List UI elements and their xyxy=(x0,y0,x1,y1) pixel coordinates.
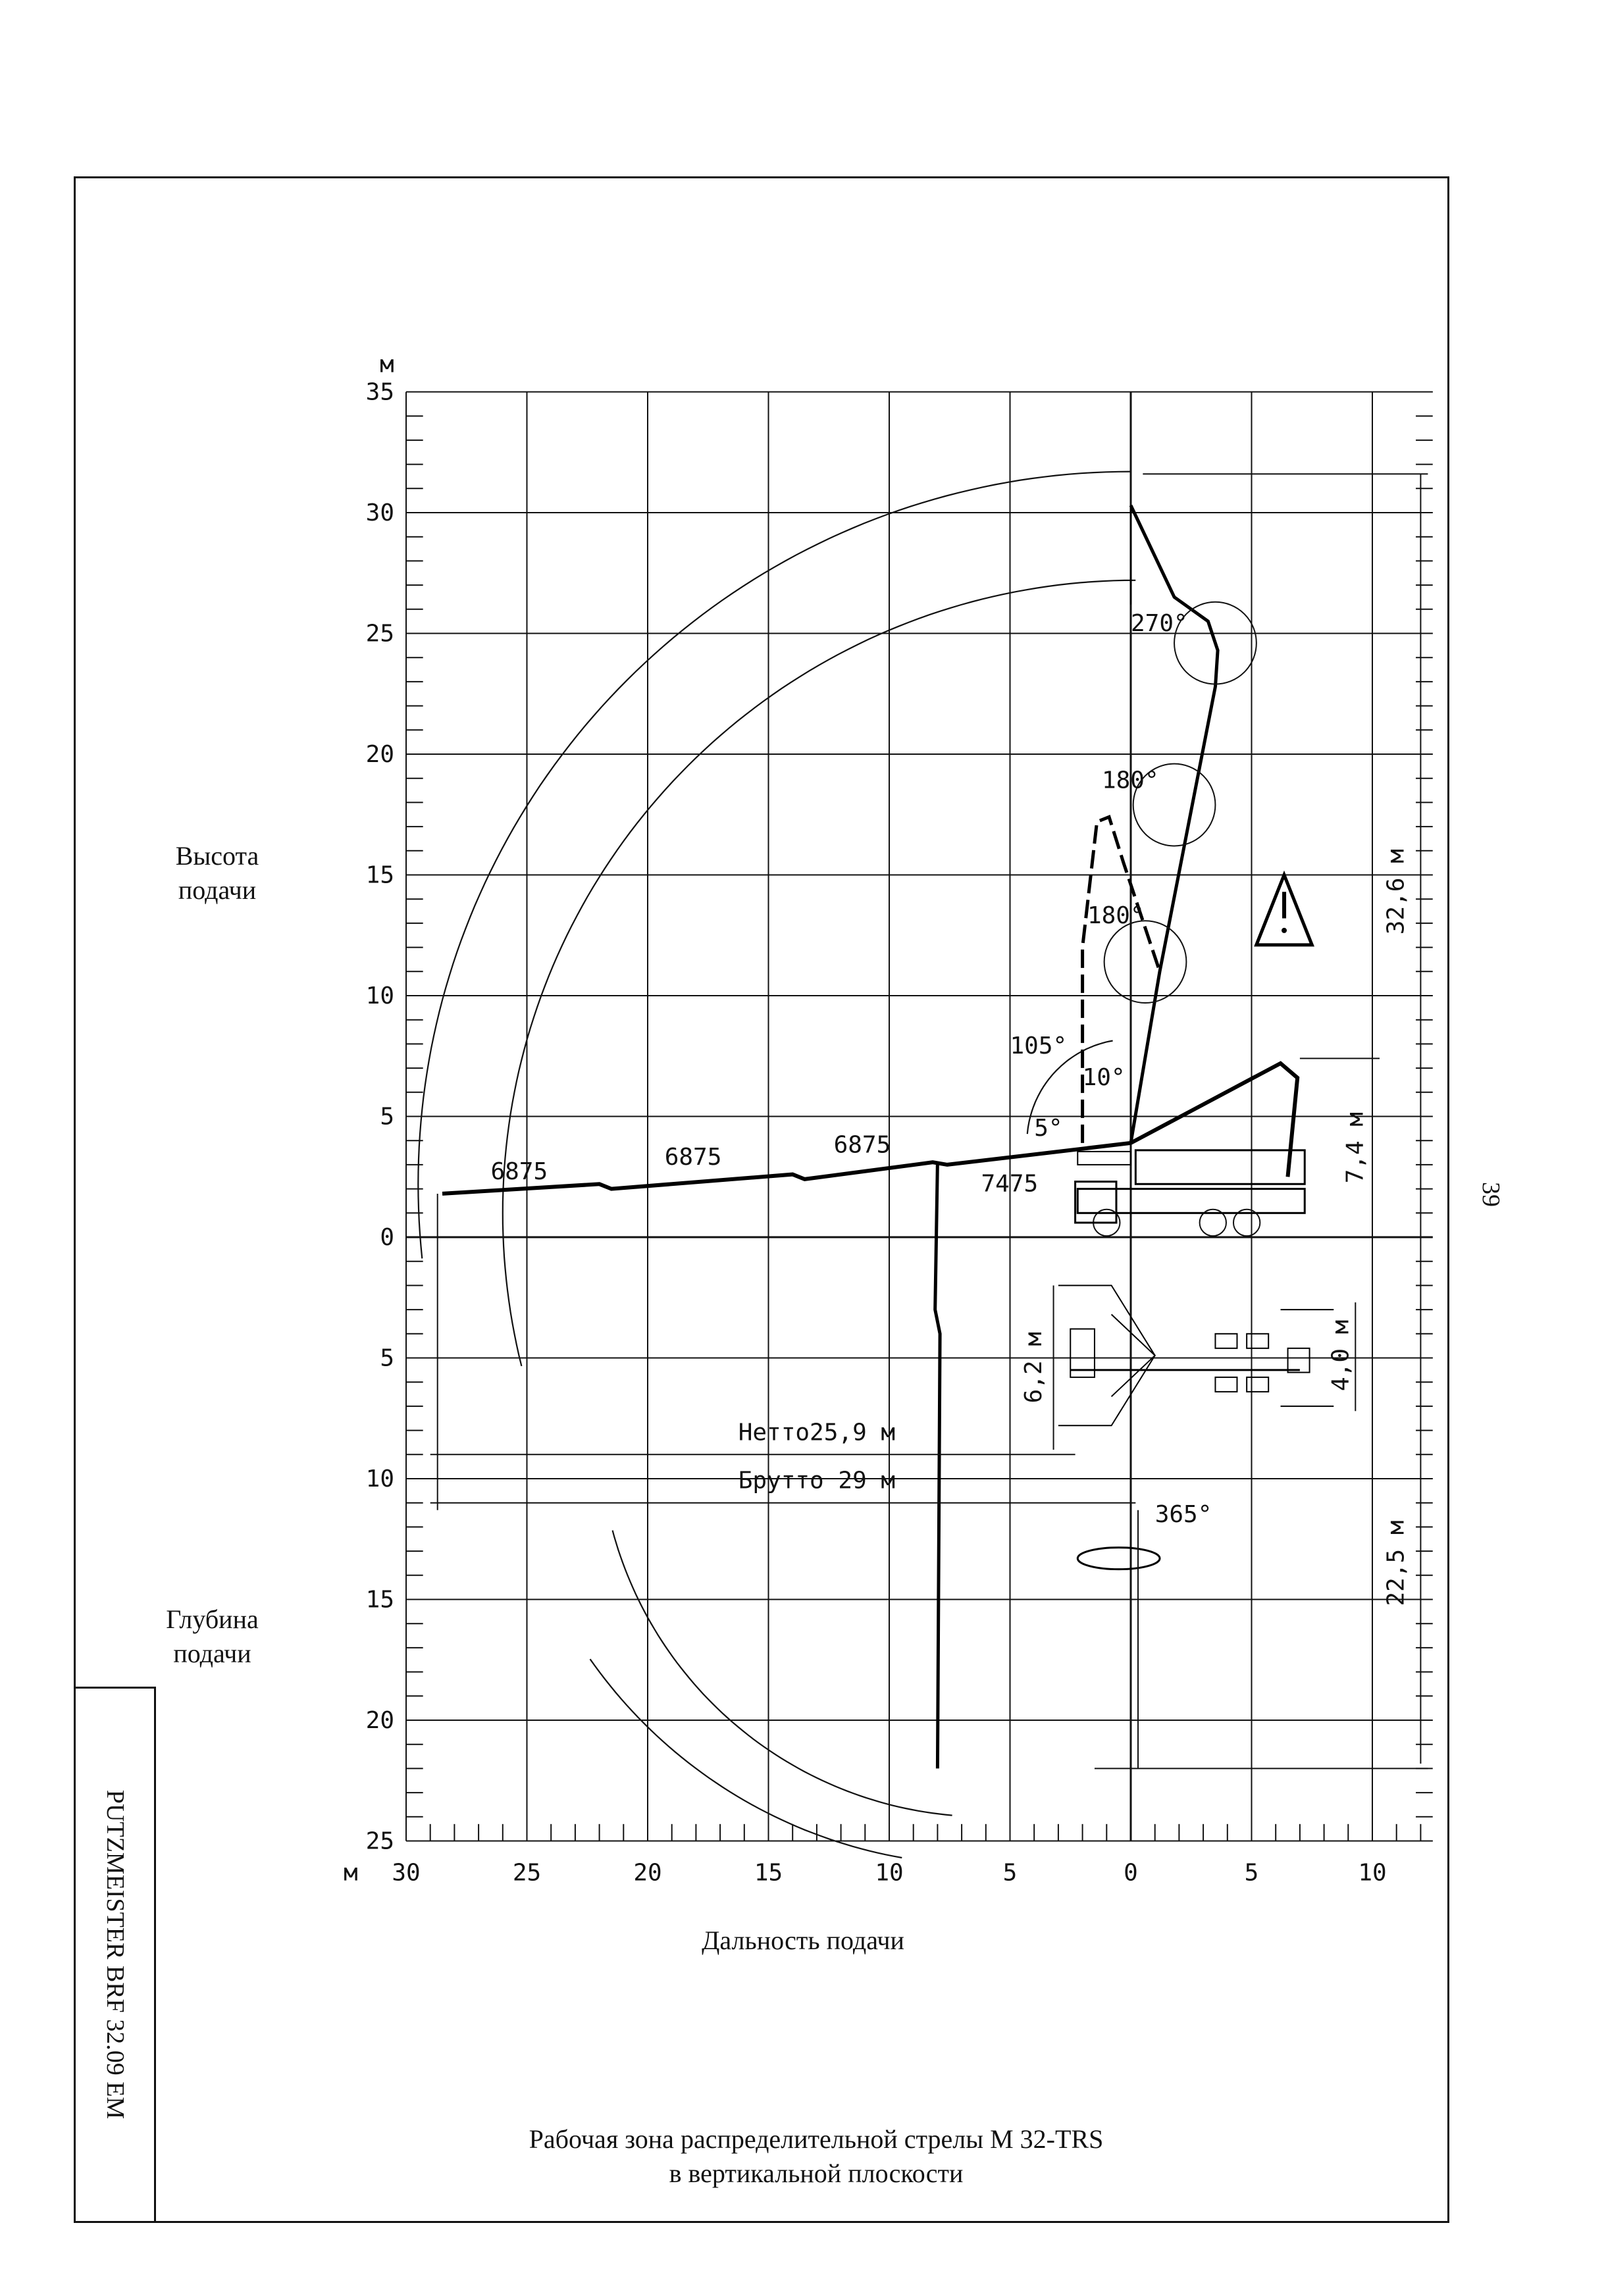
x-tick-label: 10 xyxy=(875,1860,903,1887)
y-tick-label: 25 xyxy=(366,1828,394,1855)
boom-raised xyxy=(1129,504,1220,1144)
dimension-lines xyxy=(430,473,1428,1770)
dim-label-depth: 22,5 м xyxy=(1383,1520,1410,1606)
y-axis-title-depth: Глубина подачи xyxy=(142,1602,283,1671)
joint-circle-180-upper xyxy=(1132,763,1216,847)
truck-drawing xyxy=(1058,1149,1334,1571)
caption-line2: в вертикальной плоскости xyxy=(669,2158,964,2188)
warning-triangle-icon xyxy=(1254,870,1314,947)
y-tick-label: 5 xyxy=(380,1104,394,1131)
model-label-box xyxy=(74,1687,156,2223)
boom-segment-label: 6875 xyxy=(490,1158,548,1185)
x-tick-label: 0 xyxy=(1124,1860,1138,1887)
x-tick-label: 10 xyxy=(1358,1860,1386,1887)
angle-arc-105 xyxy=(1026,1040,1113,1135)
boom-extended xyxy=(442,1140,1131,1196)
caption-line1: Рабочая зона распределительной стрелы М … xyxy=(529,2124,1104,2154)
outrigger-rear xyxy=(1058,1285,1156,1427)
angle-label: 5° xyxy=(1034,1115,1062,1142)
y-tick-label: 20 xyxy=(366,1707,394,1734)
boom-segment-label: 6875 xyxy=(665,1144,722,1171)
dim-label-height: 32,6 м xyxy=(1383,849,1410,934)
top-wheel xyxy=(1246,1333,1270,1349)
outrigger-cross xyxy=(1110,1314,1156,1397)
boom-segment-label: 7475 xyxy=(981,1170,1038,1197)
y-unit-label: м xyxy=(380,351,394,378)
envelope-lower-outer xyxy=(589,1658,902,1859)
dim-label-reach-net: Нетто25,9 м xyxy=(738,1419,895,1446)
x-tick-label: 15 xyxy=(754,1860,783,1887)
y-tick-label: 10 xyxy=(366,982,394,1009)
boom xyxy=(442,504,1314,1769)
top-wheel xyxy=(1214,1376,1238,1392)
boom-end-hose xyxy=(933,1162,942,1769)
x-tick-label: 5 xyxy=(1003,1860,1018,1887)
y-tick-label: 0 xyxy=(380,1224,394,1251)
envelope-inner-upper xyxy=(502,579,1136,1367)
y-tick-label: 25 xyxy=(366,621,394,648)
dim-label-outrigger-front: 4,0 м xyxy=(1327,1320,1354,1391)
reach-envelope xyxy=(417,471,1136,1859)
boom-transport xyxy=(1129,1061,1300,1177)
truck-chassis xyxy=(1076,1188,1306,1214)
joint-circle-270 xyxy=(1174,601,1257,685)
x-tick-label: 25 xyxy=(513,1860,541,1887)
x-axis-title: Дальность подачи xyxy=(702,1926,904,1955)
truck-wheel xyxy=(1232,1208,1261,1237)
x-tick-label: 20 xyxy=(633,1860,661,1887)
rotation-ellipse xyxy=(1076,1546,1161,1571)
y-title-height-line2: подачи xyxy=(178,875,257,905)
y-title-depth-line1: Глубина xyxy=(166,1604,259,1634)
y-tick-label: 10 xyxy=(366,1466,394,1492)
diagram-labels: 6875 6875 6875 7475 270° 180° 180° 105° 10° 5° 365… xyxy=(490,610,1409,1606)
boom-segment-label: 6875 xyxy=(834,1132,891,1159)
x-tick-label: 30 xyxy=(392,1860,420,1887)
y-title-height-line1: Высота xyxy=(175,841,259,871)
top-rear-unit xyxy=(1287,1347,1310,1373)
y-tick-label: 35 xyxy=(366,379,394,406)
boom-folded-arm xyxy=(1081,815,1162,1143)
angle-label: 180° xyxy=(1087,902,1145,929)
angle-label: 270° xyxy=(1131,610,1188,637)
y-tick-label: 20 xyxy=(366,741,394,768)
dim-label-folded: 7,4 м xyxy=(1341,1112,1368,1183)
page-frame xyxy=(74,176,1449,2223)
y-axis-title-height: Высота подачи xyxy=(151,839,283,907)
truck-wheel xyxy=(1199,1208,1227,1237)
grid xyxy=(405,391,1433,1842)
angle-label: 105° xyxy=(1010,1033,1068,1059)
envelope-outer-upper xyxy=(417,471,1131,1259)
top-wheel xyxy=(1214,1333,1238,1349)
dim-label-outrigger: 6,2 м xyxy=(1020,1332,1047,1403)
dim-label-reach-gross: Брутто 29 м xyxy=(738,1467,895,1494)
warning-dot xyxy=(1282,927,1287,933)
top-cab xyxy=(1070,1328,1095,1378)
hopper xyxy=(1077,1150,1132,1165)
axis-ticks: 35 30 25 20 15 10 5 0 5 10 15 20 25 м м 30 25 20 15 10 5 0 5 10 xyxy=(344,351,1387,1887)
y-tick-label: 5 xyxy=(380,1345,394,1372)
truck-cab xyxy=(1074,1181,1118,1224)
envelope-lower-inner xyxy=(611,1530,952,1816)
boom-pack xyxy=(1134,1149,1306,1185)
joint-circle-180-lower xyxy=(1103,920,1187,1004)
y-tick-label: 15 xyxy=(366,1587,394,1614)
angle-label: 365° xyxy=(1155,1501,1212,1528)
y-tick-label: 15 xyxy=(366,862,394,889)
y-tick-label: 30 xyxy=(366,499,394,526)
x-unit-label: м xyxy=(344,1860,358,1887)
figure-caption: Рабочая зона распределительной стрелы М … xyxy=(329,2122,1303,2191)
x-tick-label: 5 xyxy=(1245,1860,1259,1887)
y-title-depth-line2: подачи xyxy=(173,1639,251,1668)
angle-label: 10° xyxy=(1083,1064,1126,1091)
top-wheel xyxy=(1246,1376,1270,1392)
angle-label: 180° xyxy=(1102,767,1159,794)
